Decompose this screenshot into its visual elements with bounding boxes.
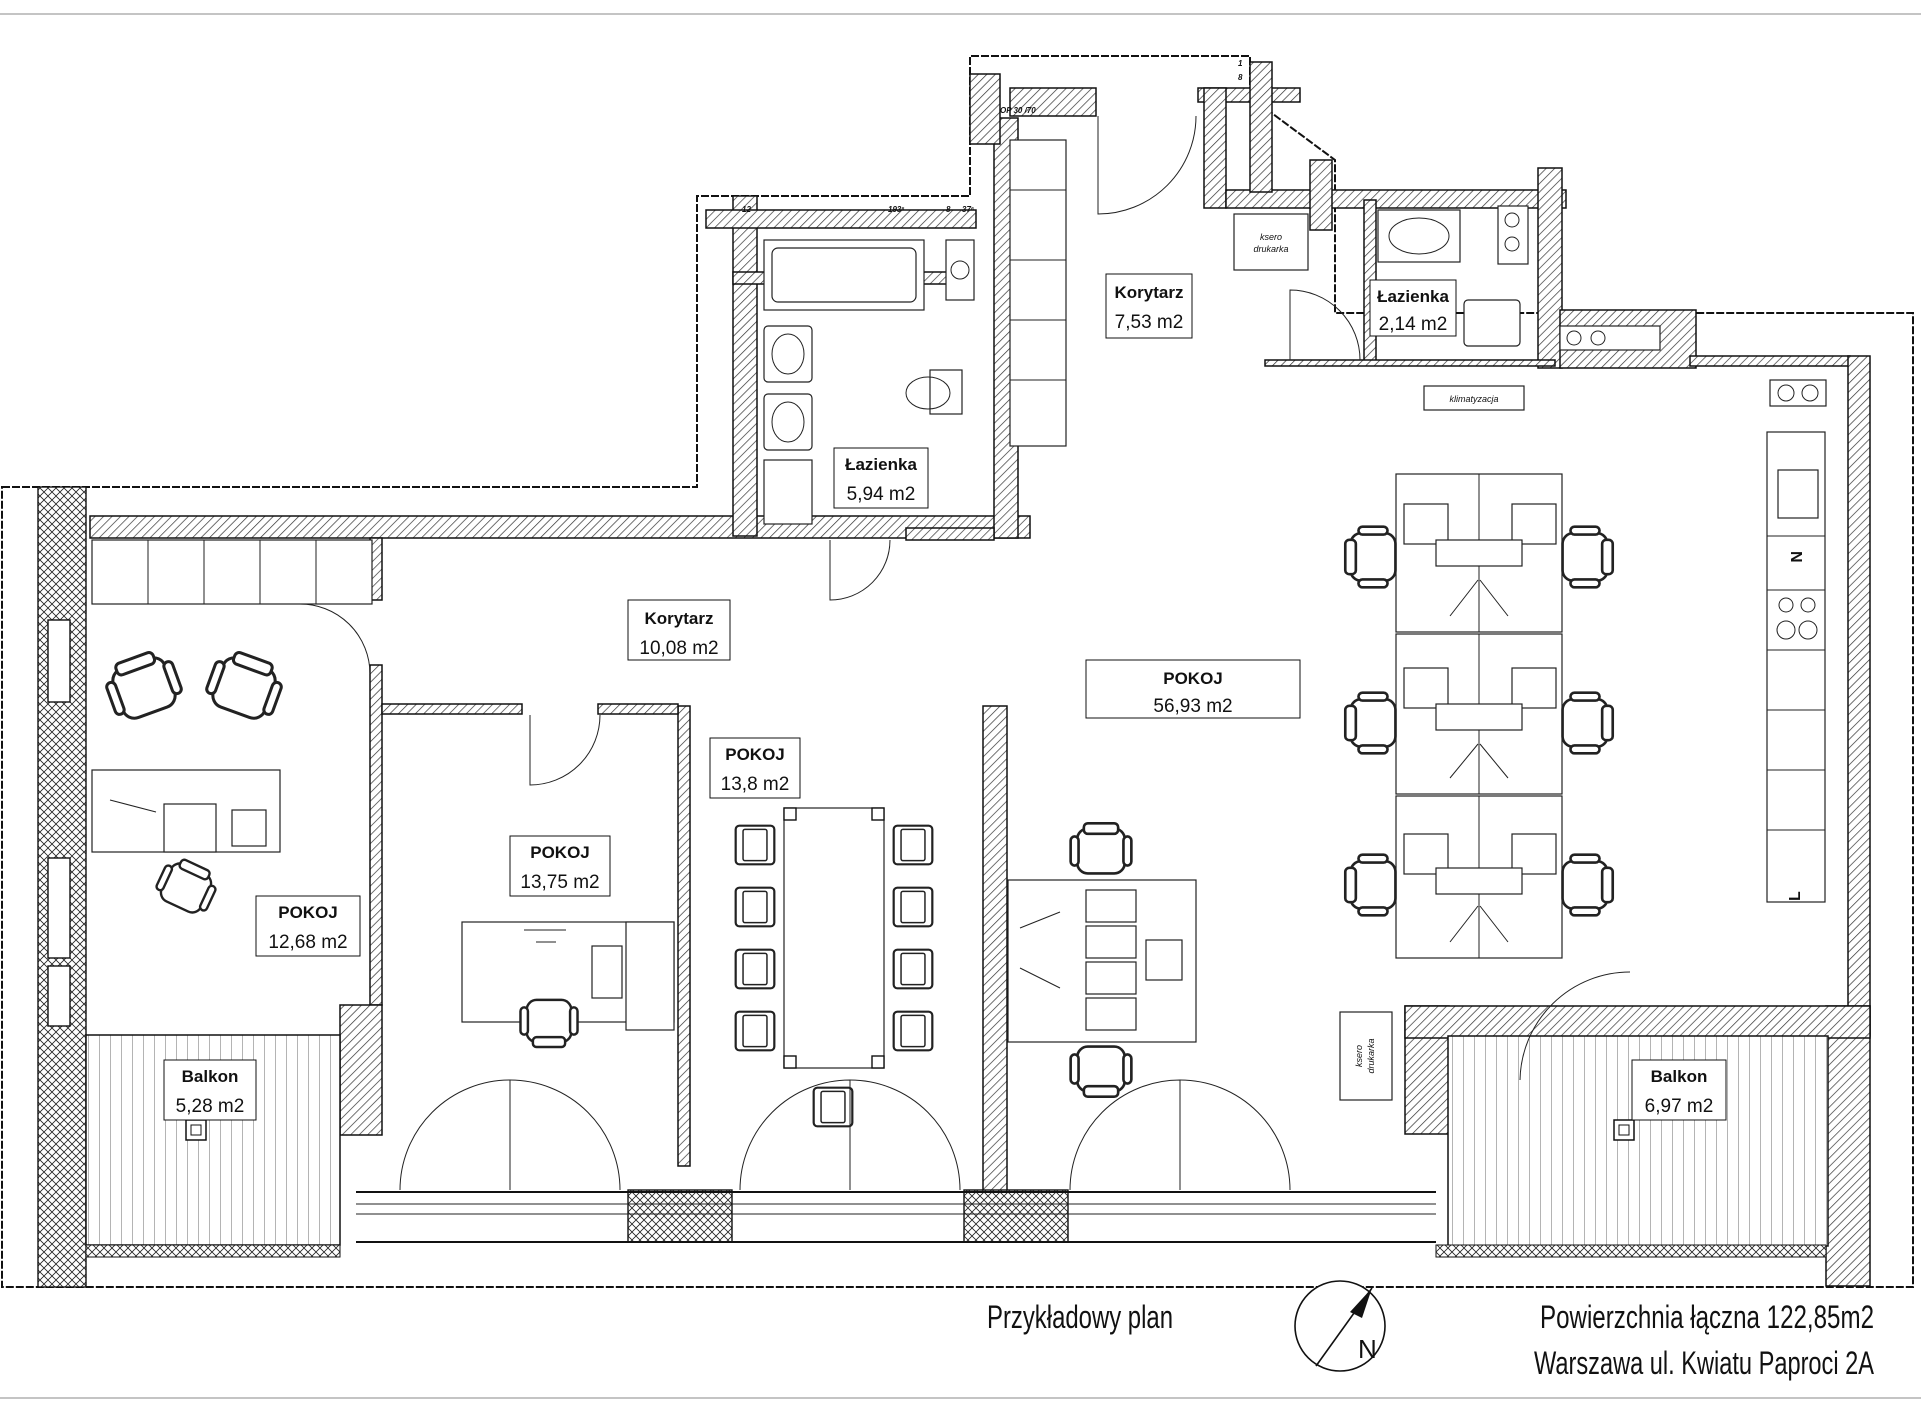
room-pokoj-conf: POKOJ 13,8 m2	[709, 737, 801, 799]
room-pokoj-big: POKOJ 56,93 m2	[1085, 659, 1301, 719]
ksero-bottom-label-2: drukarka	[1366, 1038, 1376, 1073]
desk-cluster	[1343, 795, 1615, 959]
room-area: 12,68 m2	[268, 932, 347, 953]
room-pokoj-left: POKOJ 12,68 m2	[255, 895, 361, 957]
room-name: Balkon	[1651, 1067, 1708, 1086]
room-pokoj-mid: POKOJ 13,75 m2	[509, 835, 611, 897]
dim-37: 37⁶	[962, 205, 974, 214]
room-area: 5,28 m2	[176, 1096, 245, 1117]
cooktop-icon	[1776, 597, 1818, 640]
ksero-top-label-1: ksero	[1260, 232, 1282, 242]
dim-193: 193⁶	[888, 205, 905, 214]
room-area: 7,53 m2	[1115, 312, 1184, 333]
klimatyzacja-label: klimatyzacja	[1449, 394, 1498, 404]
room-name: Łazienka	[845, 455, 917, 474]
room-lazienka-mid: Łazienka 5,94 m2	[833, 447, 929, 509]
drain-icon	[1613, 1119, 1635, 1141]
ksero-bottom-label-1: ksero	[1354, 1045, 1364, 1067]
room-area: 56,93 m2	[1153, 696, 1232, 717]
room-area: 13,8 m2	[721, 774, 790, 795]
address-label: Warszawa ul. Kwiatu Paproci 2A	[1534, 1345, 1874, 1381]
room-name: POKOJ	[1163, 669, 1223, 688]
room-balkon-left: Balkon 5,28 m2	[163, 1059, 257, 1121]
room-name: Łazienka	[1377, 287, 1449, 306]
desk-cluster	[1343, 473, 1615, 633]
room-area: 13,75 m2	[520, 872, 599, 893]
room-balkon-right: Balkon 6,97 m2	[1631, 1059, 1727, 1121]
room-name: POKOJ	[530, 843, 590, 862]
drain-icon	[185, 1119, 207, 1141]
room-area: 10,08 m2	[639, 638, 718, 659]
ksero-top-label-2: drukarka	[1253, 244, 1288, 254]
room-korytarz-top: Korytarz 7,53 m2	[1105, 273, 1193, 339]
dim-8b: 8	[1238, 73, 1243, 82]
dim-1: 1	[1238, 59, 1243, 68]
desk-cluster	[1343, 633, 1615, 795]
door-rating-label: OP 30 /70	[1000, 106, 1036, 115]
compass-letter: N	[1358, 1334, 1377, 1364]
example-plan-label: Przykładowy plan	[987, 1299, 1173, 1335]
total-area-label: Powierzchnia łączna 122,85m2	[1540, 1299, 1874, 1335]
room-area: 5,94 m2	[847, 484, 916, 505]
room-name: POKOJ	[278, 903, 338, 922]
room-area: 2,14 m2	[1379, 314, 1448, 335]
compass-icon: N	[1294, 1280, 1386, 1372]
kitchen-n-label: N	[1787, 551, 1804, 563]
dim-12: 12	[742, 205, 751, 214]
dim-8: 8	[946, 205, 951, 214]
room-name: Korytarz	[645, 609, 714, 628]
room-name: Balkon	[182, 1067, 239, 1086]
room-name: Korytarz	[1115, 283, 1184, 302]
room-korytarz-main: Korytarz 10,08 m2	[627, 599, 731, 661]
room-name: POKOJ	[725, 745, 785, 764]
room-area: 6,97 m2	[1645, 1096, 1714, 1117]
kitchen-l-label: L	[1787, 891, 1804, 901]
room-lazienka-small: Łazienka 2,14 m2	[1369, 279, 1457, 337]
